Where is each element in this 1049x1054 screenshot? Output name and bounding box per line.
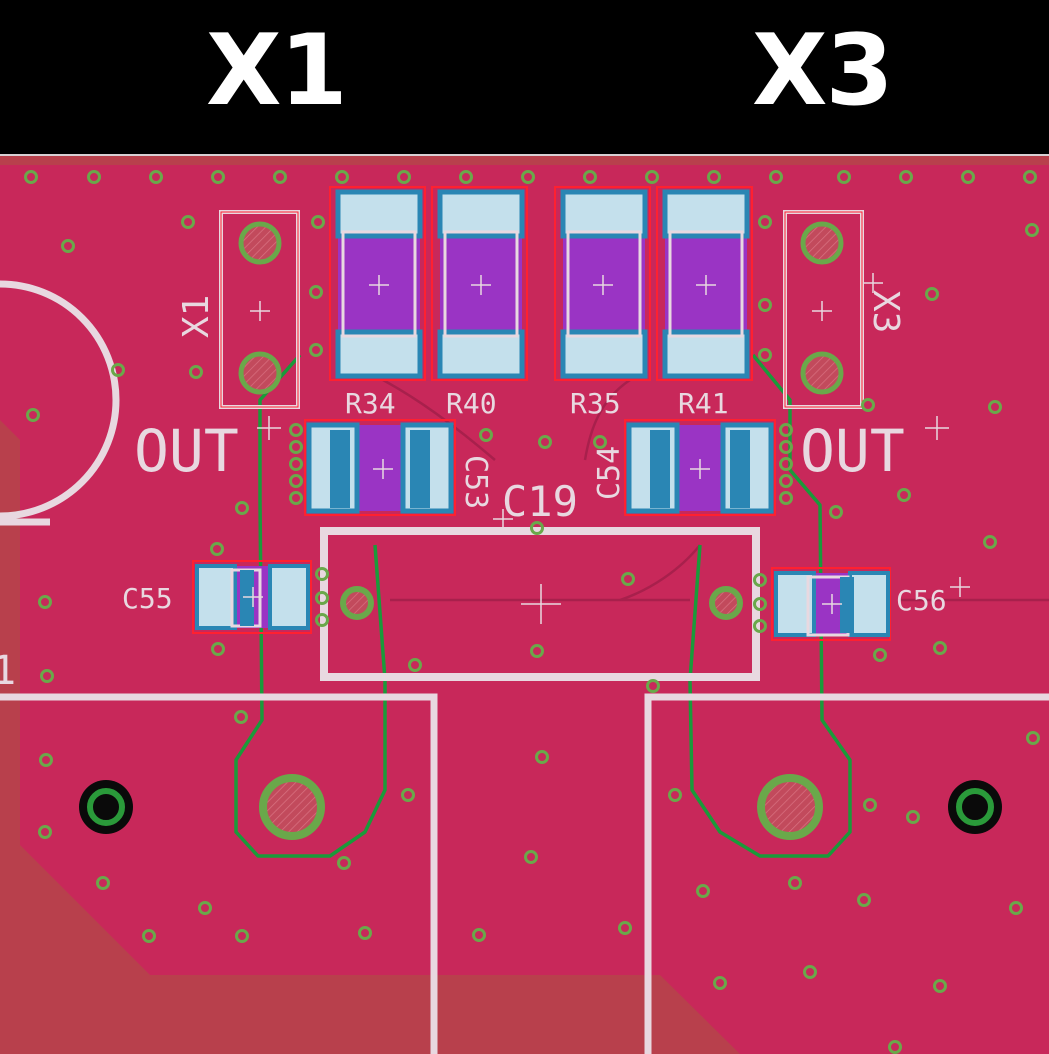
silkscreen-circle	[0, 280, 120, 520]
connector-x1[interactable]	[219, 210, 300, 409]
c19-pad-left[interactable]	[340, 586, 374, 620]
capacitor-c55[interactable]	[192, 560, 312, 634]
c19-pad-right[interactable]	[709, 586, 743, 620]
silk-label-r41: R41	[678, 387, 729, 420]
header-label-x3: X3	[752, 14, 894, 128]
via-array	[24, 170, 1040, 1054]
resistor-r41[interactable]	[656, 186, 753, 381]
silkscreen-region-lines	[0, 693, 1049, 1054]
capacitor-c53[interactable]	[304, 419, 456, 516]
silk-label-c55: C55	[122, 582, 173, 615]
silk-label-out-left: OUT	[134, 417, 239, 485]
silk-label-r35: R35	[570, 387, 621, 420]
silk-label-out-right: OUT	[800, 417, 905, 485]
copper-traces	[382, 378, 1049, 602]
fiducial-right	[948, 780, 1002, 834]
mounting-pad-left[interactable]	[259, 774, 325, 840]
silk-label-r34: R34	[345, 387, 396, 420]
resistor-r34[interactable]	[329, 186, 426, 381]
silk-label-edge-digit: 1	[0, 648, 16, 694]
header-label-x1: X1	[206, 14, 348, 128]
silk-label-c53: C53	[458, 455, 493, 509]
connector-x3[interactable]	[783, 210, 864, 409]
silk-label-c56: C56	[896, 584, 947, 617]
silk-label-r40: R40	[446, 387, 497, 420]
silk-label-c54: C54	[592, 446, 627, 500]
resistor-r35[interactable]	[554, 186, 651, 381]
capacitor-c54[interactable]	[624, 419, 776, 516]
origin-markers	[243, 273, 970, 624]
silk-label-x3: X3	[865, 290, 906, 333]
silk-label-x1: X1	[176, 295, 217, 338]
silk-label-c19: C19	[502, 477, 578, 526]
mounting-pad-right[interactable]	[757, 774, 823, 840]
resistor-r40[interactable]	[431, 186, 528, 381]
fiducial-left	[79, 780, 133, 834]
keepout-outlines	[234, 353, 852, 858]
